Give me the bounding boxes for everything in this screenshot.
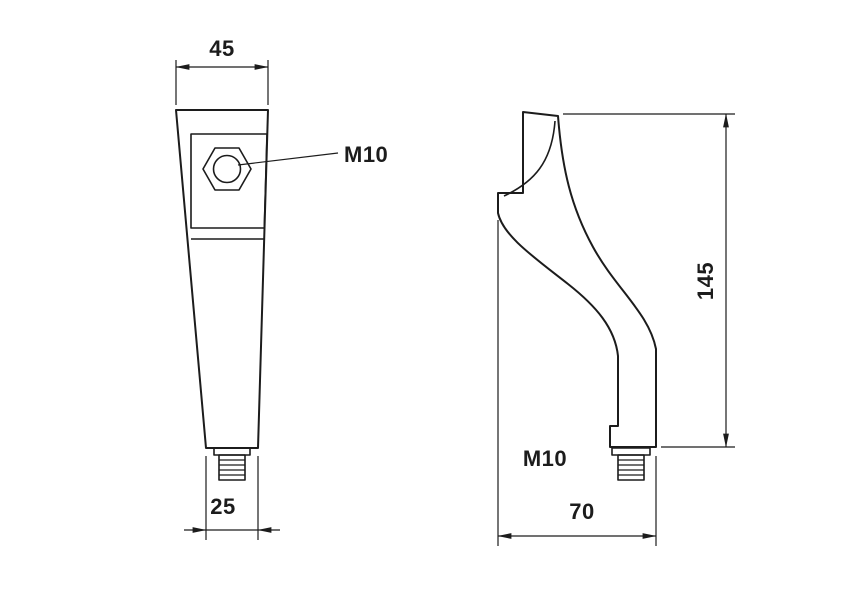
stud-front bbox=[213, 447, 251, 481]
leg-outline-side bbox=[497, 111, 657, 448]
dimension-bottom-width bbox=[184, 456, 280, 540]
stud-body-front bbox=[218, 454, 246, 481]
stud-body-side bbox=[617, 454, 645, 481]
stud-flange-side bbox=[611, 447, 651, 456]
stud-thread-lines-side bbox=[618, 459, 644, 476]
m10-leader-line bbox=[237, 152, 339, 166]
front-view bbox=[175, 60, 339, 540]
side-view bbox=[497, 111, 735, 546]
dim-label-70: 70 bbox=[569, 499, 594, 524]
stud-side bbox=[611, 447, 651, 481]
nut-bore bbox=[212, 154, 242, 184]
dimension-height bbox=[563, 113, 735, 448]
dim-label-45: 45 bbox=[209, 36, 234, 61]
nut-plate bbox=[190, 133, 268, 229]
dim-label-145: 145 bbox=[693, 262, 718, 300]
stud-thread-lines-front bbox=[219, 459, 245, 476]
inner-thickness-line bbox=[503, 120, 556, 197]
thread-label-m10-side: M10 bbox=[523, 446, 567, 471]
dimension-top-width bbox=[175, 60, 269, 105]
thread-label-m10-front: M10 bbox=[344, 142, 388, 167]
leg-outline-front bbox=[175, 109, 269, 449]
stud-flange-front bbox=[213, 447, 251, 456]
dimension-width bbox=[497, 220, 657, 546]
hex-nut-icon bbox=[202, 147, 252, 191]
dim-label-25: 25 bbox=[210, 494, 235, 519]
